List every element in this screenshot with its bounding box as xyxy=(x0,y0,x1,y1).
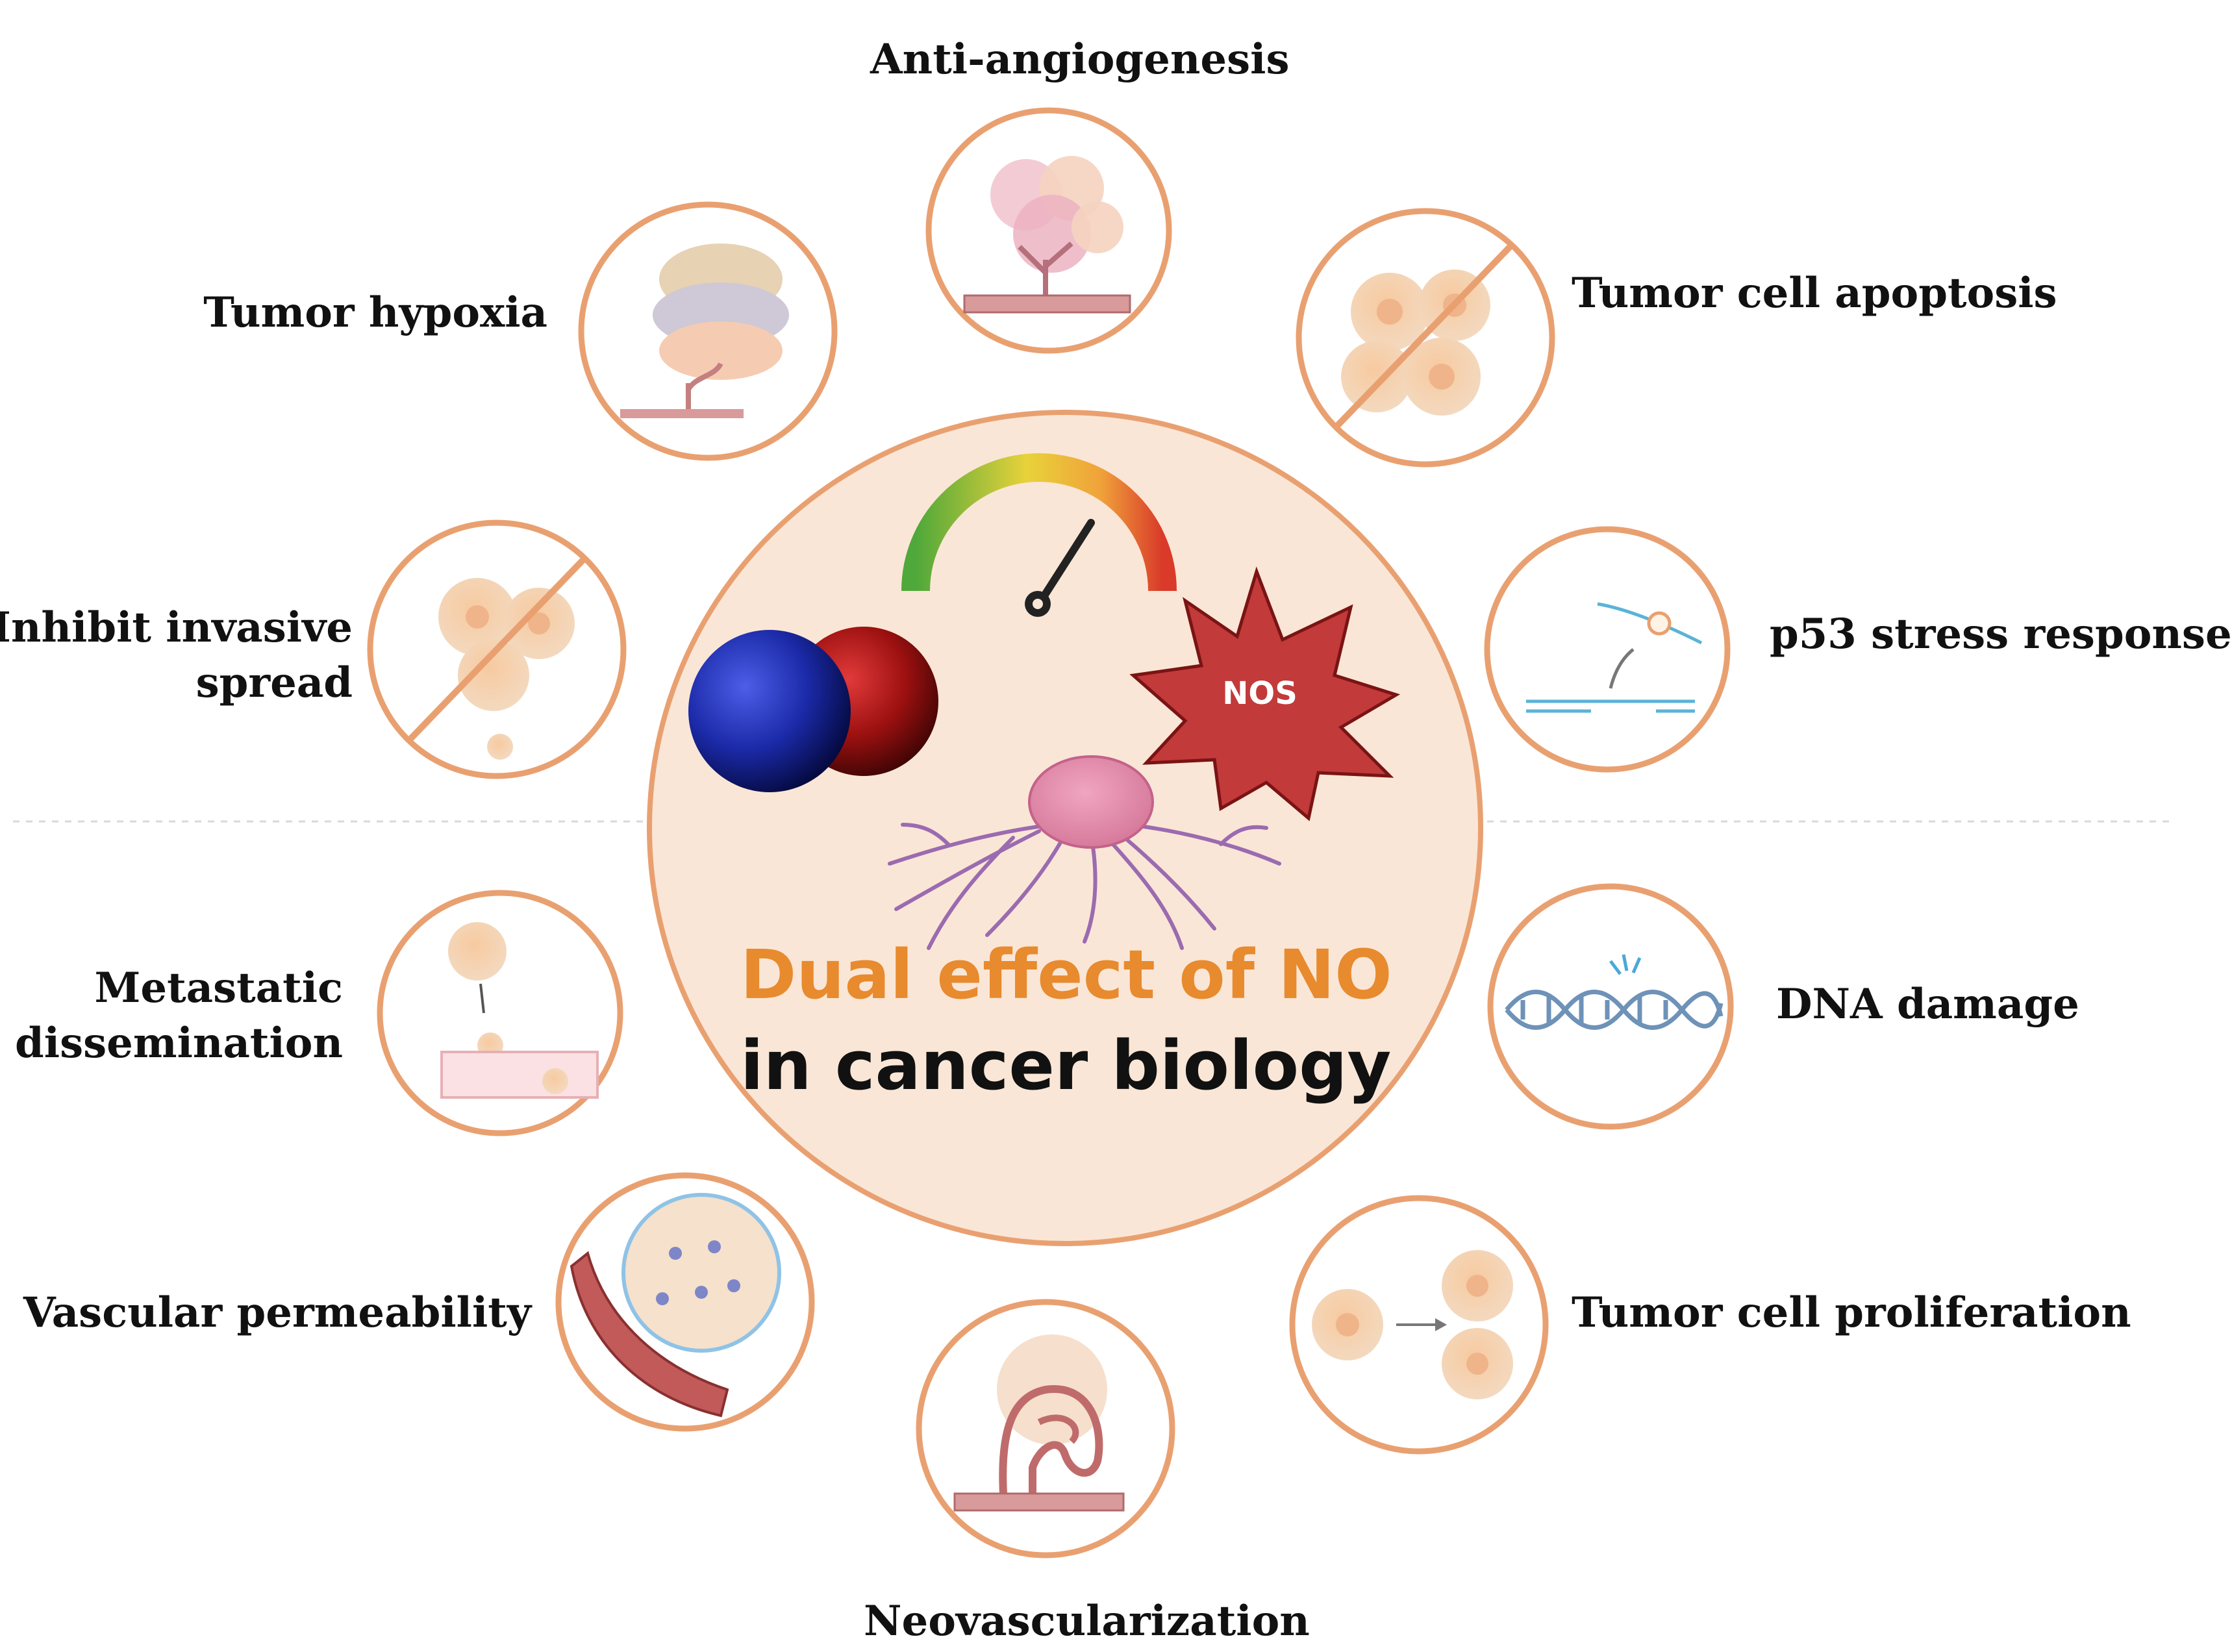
neovascularization-node xyxy=(916,1299,1175,1558)
metastatic-dissemination-node xyxy=(377,890,623,1136)
dna-icon xyxy=(1505,954,1724,1030)
metastasis-icon xyxy=(440,922,599,1099)
inhibit-invasive-spread-node xyxy=(367,519,627,779)
label-inhibit-invasive-spread-line1: Inhibit invasive xyxy=(0,603,353,652)
tumor-hypoxia-node xyxy=(578,201,838,461)
invasive-cells-icon xyxy=(438,578,575,760)
tumor-cell-apoptosis-node xyxy=(1296,208,1555,468)
tumor-cell-proliferation-node xyxy=(1289,1195,1549,1455)
neovascularization-icon xyxy=(953,1334,1125,1512)
label-metastatic-dissemination-line2: dissemination xyxy=(15,1019,343,1068)
label-neovascularization: Neovascularization xyxy=(864,1597,1310,1646)
nos-badge-label: NOS xyxy=(1222,675,1298,712)
anti-angiogenesis-node xyxy=(925,107,1172,354)
diagram-canvas xyxy=(13,107,2169,1558)
label-vascular-permeability: Vascular permeability xyxy=(23,1288,531,1337)
p53-dna-icon xyxy=(1526,602,1703,713)
label-tumor-cell-proliferation: Tumor cell proliferation xyxy=(1572,1288,2131,1337)
nos-badge-icon xyxy=(1129,566,1401,821)
p53-stress-response-node xyxy=(1484,526,1731,773)
label-inhibit-invasive-spread-line2: spread xyxy=(195,658,353,707)
label-tumor-hypoxia: Tumor hypoxia xyxy=(203,288,547,337)
tumor-icon xyxy=(888,823,1281,950)
tumor-mass xyxy=(1028,755,1154,849)
no-molecule-icon xyxy=(688,627,938,792)
label-dna-damage: DNA damage xyxy=(1776,980,2079,1029)
prohibit-slash xyxy=(407,556,587,743)
label-metastatic-dissemination-line1: Metastatic xyxy=(94,964,344,1012)
dna-damage-node xyxy=(1487,883,1734,1130)
vascular-permeability-icon xyxy=(570,1193,781,1418)
cell-division-icon xyxy=(1312,1250,1513,1399)
label-p53-stress-response: p53 stress response xyxy=(1770,610,2232,658)
vascular-permeability-node xyxy=(555,1172,815,1432)
center-title-line2: in cancer biology xyxy=(740,1026,1392,1105)
prohibit-slash xyxy=(1332,241,1516,431)
hypoxia-tumor-icon xyxy=(620,244,789,418)
label-anti-angiogenesis: Anti-angiogenesis xyxy=(870,35,1290,84)
label-tumor-cell-apoptosis: Tumor cell apoptosis xyxy=(1572,269,2057,318)
center-title-line1: Dual effect of NO xyxy=(740,935,1392,1014)
anti-angiogenesis-icon xyxy=(963,156,1131,314)
gauge-icon xyxy=(901,453,1177,617)
